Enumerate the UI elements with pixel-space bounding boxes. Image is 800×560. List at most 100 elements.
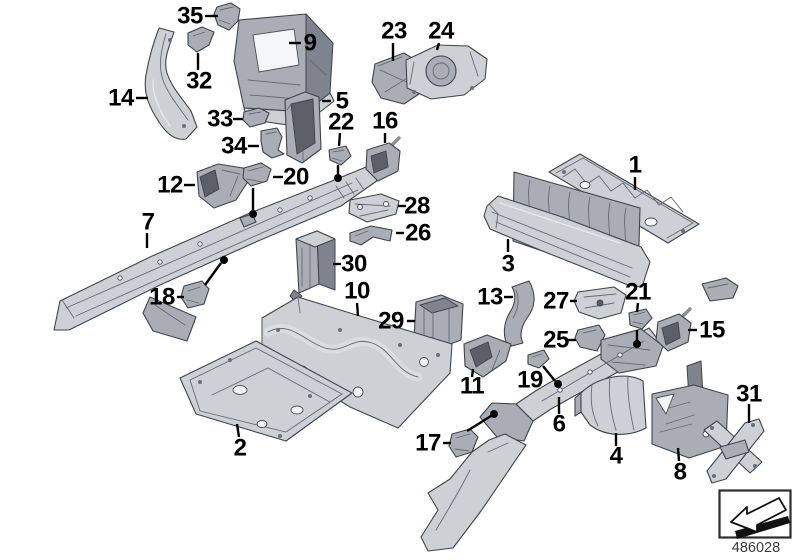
part-20-shape [242, 162, 272, 187]
part-1-shape [548, 153, 700, 244]
callout-12: 12 [157, 172, 195, 199]
callout-29: 29 [378, 308, 415, 335]
part-11-shape [463, 334, 512, 378]
callout-30: 30 [333, 251, 367, 278]
part-number-13: 13 [477, 284, 503, 311]
leader-line [676, 447, 681, 462]
part-number-8: 8 [674, 459, 687, 486]
callout-32: 32 [186, 53, 212, 95]
direction-arrow-icon [730, 497, 787, 533]
callout-22: 22 [328, 109, 354, 182]
part-number-9: 9 [304, 30, 317, 57]
callout-17: 17 [415, 410, 498, 457]
part-12-shape [196, 163, 250, 209]
part-number-19: 19 [517, 367, 543, 394]
part-18-shape [180, 280, 210, 309]
leader-line [204, 262, 222, 286]
callout-23: 23 [381, 18, 407, 61]
part-number-1: 1 [629, 152, 642, 179]
part-19-shape [527, 349, 550, 369]
part-number-23: 23 [381, 18, 407, 45]
part-number-34: 34 [221, 133, 248, 160]
part-16-shape [365, 136, 401, 182]
part-number-15: 15 [699, 317, 725, 344]
callout-25: 25 [543, 327, 576, 354]
part-number-10: 10 [344, 278, 370, 305]
part-22-shape [328, 145, 352, 166]
leader-line [470, 368, 475, 378]
part-number-28: 28 [404, 193, 430, 220]
leader-dot [490, 410, 498, 418]
part-32-shape [187, 26, 215, 53]
part-number-26: 26 [405, 220, 431, 247]
callout-6: 6 [553, 397, 566, 438]
ref-box: 486028 [718, 489, 792, 556]
part-27-shape [573, 286, 627, 320]
callout-10: 10 [344, 278, 370, 317]
callout-35: 35 [177, 3, 218, 30]
part-number-14: 14 [108, 85, 135, 112]
callout-15: 15 [688, 317, 725, 344]
leader-dot [220, 256, 228, 264]
part-number-12: 12 [157, 172, 183, 199]
part-number-25: 25 [543, 327, 569, 354]
part-number-29: 29 [378, 308, 404, 335]
leader-dot [554, 380, 562, 388]
part-33-shape [242, 107, 270, 128]
part-6-shape [420, 327, 664, 552]
part-number-33: 33 [207, 106, 233, 133]
part-26-shape [349, 225, 393, 246]
callout-28: 28 [398, 193, 430, 220]
part-number-2: 2 [234, 435, 247, 462]
part-34-shape [260, 127, 285, 159]
part-number-24: 24 [428, 18, 455, 45]
part-31-shape [703, 418, 765, 484]
callout-31: 31 [736, 381, 762, 423]
part-number-4: 4 [610, 443, 624, 470]
callout-7: 7 [142, 209, 155, 248]
part-7-shape [53, 164, 382, 342]
part-28-shape [348, 193, 400, 223]
leader-line [337, 132, 342, 147]
callout-24: 24 [428, 18, 455, 51]
part-number-30: 30 [341, 251, 367, 278]
part-15-shape [655, 307, 692, 352]
callout-14: 14 [108, 85, 148, 112]
callout-13: 13 [477, 284, 513, 311]
part-13-shape [503, 280, 535, 348]
callout-11: 11 [460, 368, 485, 400]
callout-8: 8 [674, 447, 687, 486]
part-number-7: 7 [142, 209, 155, 236]
leader-line [635, 302, 640, 313]
callout-20: 20 [249, 164, 309, 218]
direction-arrow-shadow [735, 516, 790, 539]
callout-1: 1 [629, 152, 642, 190]
callout-18: 18 [149, 256, 228, 311]
part-number-5: 5 [336, 88, 349, 115]
part-4-shape [574, 375, 647, 435]
part-8-shape [651, 360, 729, 459]
part-14-shape [144, 27, 198, 140]
part-number-11: 11 [460, 373, 485, 400]
part-25-shape [574, 324, 606, 352]
callout-2: 2 [234, 423, 247, 462]
callout-33: 33 [207, 106, 243, 133]
part-number-3: 3 [502, 251, 515, 278]
part-number-21: 21 [625, 279, 651, 306]
leader-line [355, 302, 360, 317]
part-21-shape [628, 308, 653, 330]
part-shape-misc-bracket [701, 277, 739, 302]
leader-dot [334, 174, 342, 182]
part-number-27: 27 [543, 288, 569, 315]
leader-line [466, 414, 492, 433]
part-30-shape [289, 230, 336, 303]
part-number-16: 16 [372, 108, 398, 135]
leader-line [235, 423, 241, 438]
part-number-17: 17 [415, 430, 441, 457]
callout-26: 26 [396, 220, 431, 247]
part-number-31: 31 [736, 381, 762, 408]
leader-dot [249, 210, 257, 218]
part-3-shape [483, 171, 651, 288]
